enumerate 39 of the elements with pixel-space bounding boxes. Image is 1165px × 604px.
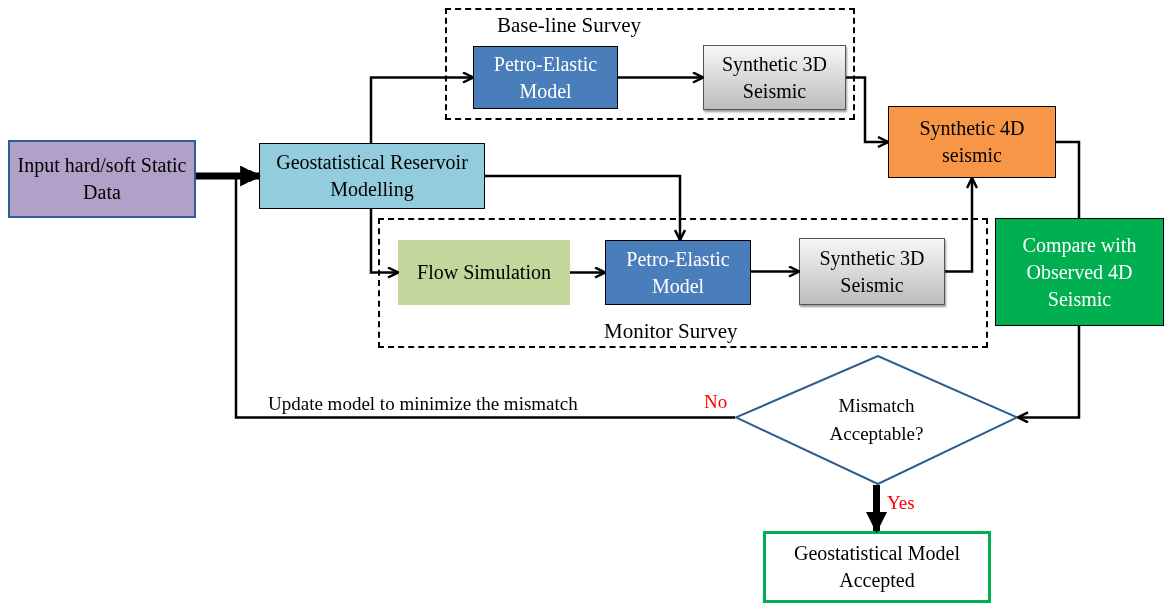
thick-arrow	[196, 165, 262, 187]
process-box	[799, 238, 945, 305]
box-text: Geostatistical Reservoir Modelling	[275, 150, 469, 203]
group-frame	[445, 8, 855, 120]
group-title: Base-line Survey	[497, 13, 642, 37]
box-text: Petro-Elastic Model	[492, 51, 599, 104]
thick-arrow	[866, 485, 887, 534]
process-box	[605, 240, 751, 305]
process-box	[703, 45, 846, 110]
arrow	[234, 169, 735, 419]
process-box	[888, 106, 1056, 178]
process-box	[398, 240, 570, 305]
process-box	[259, 143, 485, 209]
group-title: Monitor Survey	[604, 319, 738, 343]
branch-label: No	[704, 390, 728, 414]
arrow	[945, 176, 979, 273]
process-box	[473, 46, 618, 109]
box-text: Flow Simulation	[417, 260, 551, 285]
arrow	[369, 209, 400, 279]
box-text: Synthetic 3D Seismic	[721, 51, 828, 104]
input-box	[8, 140, 196, 218]
arrow	[485, 174, 687, 242]
group-frame	[378, 218, 988, 348]
arrow	[1016, 326, 1081, 424]
box-text: Synthetic 4D seismic	[918, 116, 1026, 168]
process-box	[995, 218, 1164, 326]
arrow	[570, 266, 607, 279]
box-text: Compare with Observed 4D Seismic	[1021, 232, 1138, 312]
arrow	[369, 71, 475, 143]
arrow	[618, 71, 705, 84]
box-text: Geostatistical Model Accepted	[792, 541, 962, 594]
decision-text: Mismatch Acceptable?	[828, 394, 925, 446]
box-text: Petro-Elastic Model	[625, 246, 731, 299]
arrow	[751, 265, 801, 278]
arrow	[846, 76, 890, 149]
branch-label: Yes	[887, 491, 915, 515]
result-box	[763, 531, 991, 603]
box-text: Input hard/soft Static Data	[16, 153, 188, 205]
box-text: Synthetic 3D Seismic	[818, 245, 926, 298]
